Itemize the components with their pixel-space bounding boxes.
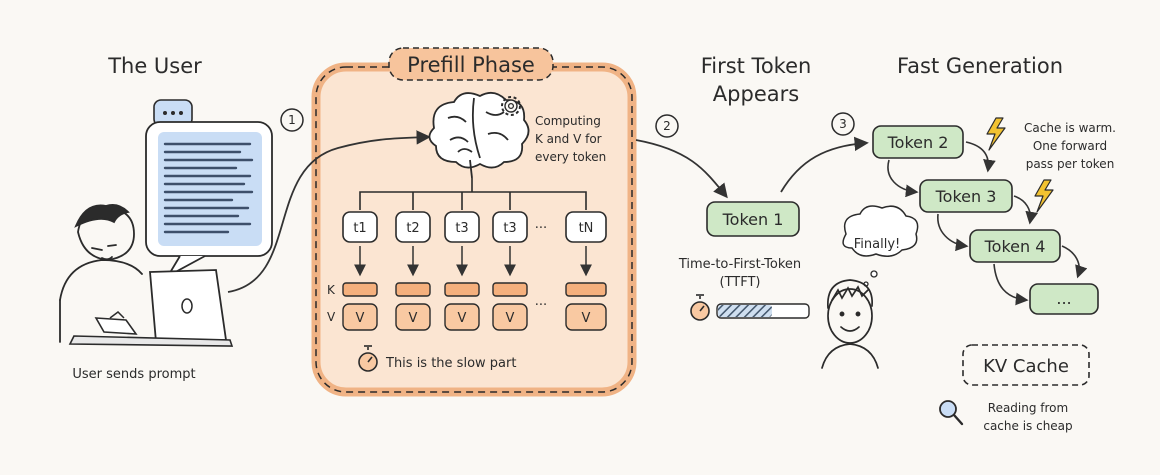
step-3-badge [831, 112, 855, 136]
v-cell-label: V [506, 311, 515, 326]
ttft-progress-fill [718, 305, 772, 317]
v-cell-label: V [582, 311, 591, 326]
prefill-token-label: t3 [503, 221, 516, 236]
prefill-title-pill [388, 47, 554, 81]
prefill-token-box [565, 211, 607, 243]
prefill-token-box [444, 211, 480, 243]
fast-token-label: Token 4 [984, 237, 1046, 256]
prefill-phase-box-border [315, 66, 633, 393]
thought-text: Finally! [854, 237, 900, 252]
fast-generation-title: Fast Generation [897, 54, 1063, 78]
fast-generation-arrows [887, 141, 1088, 306]
prompt-document [145, 121, 273, 279]
gear-icon [501, 96, 521, 116]
user-figure [59, 203, 143, 343]
fast-token-box [919, 179, 1013, 213]
v-cell-label: V [356, 311, 365, 326]
cache-note-line3: pass per token [1026, 157, 1115, 171]
v-cell-label: V [458, 311, 467, 326]
k-cell [342, 282, 378, 297]
k-cell [395, 282, 431, 297]
user-caption: User sends prompt [72, 367, 195, 382]
prefill-token-box [492, 211, 528, 243]
v-cell [492, 303, 528, 331]
k-cell [444, 282, 480, 297]
prefill-token-ellipsis: ··· [535, 221, 547, 236]
prefill-token-box [342, 211, 378, 243]
magnifier-icon [939, 400, 964, 426]
fast-token-label: Token 3 [935, 187, 997, 206]
k-cell [492, 282, 528, 297]
k-row-label: K [327, 283, 336, 297]
prefill-token-label: t2 [406, 221, 419, 236]
cache-note-line1: Cache is warm. [1024, 121, 1116, 135]
prefill-token-label: t3 [455, 221, 468, 236]
prefill-token-label: tN [579, 221, 594, 236]
first-token-title-line1: First Token [701, 54, 812, 78]
prefill-token-label: t1 [353, 221, 366, 236]
prefill-note-line1: Computing [535, 114, 601, 128]
step-3-label: 3 [839, 117, 847, 131]
ttft-label-line1: Time-to-First-Token [678, 257, 801, 272]
arrow-prefill-to-first-token [635, 139, 728, 199]
cache-read-note-line2: cache is cheap [983, 419, 1072, 433]
step-2-label: 2 [663, 119, 671, 133]
v-cell [444, 303, 480, 331]
brain-fanout-lines [359, 178, 587, 210]
fast-token-label: ... [1056, 289, 1071, 308]
prefill-footer: This is the slow part [385, 356, 516, 371]
lightning-icon [1034, 179, 1054, 213]
token-to-kv-arrows [354, 246, 592, 277]
prefill-title: Prefill Phase [407, 53, 535, 77]
arrow-first-token-to-token2 [780, 136, 869, 193]
k-cell [565, 282, 607, 297]
first-token-label: Token 1 [722, 210, 784, 229]
v-cell [395, 303, 431, 331]
kv-cache-label: KV Cache [983, 356, 1069, 377]
happy-person [821, 279, 879, 369]
first-token-box [706, 201, 800, 237]
lightning-icon [986, 117, 1006, 151]
arrow-user-to-prefill [227, 130, 431, 293]
cache-read-note-line1: Reading from [988, 401, 1068, 415]
v-cell [342, 303, 378, 331]
brain-icon [428, 91, 530, 179]
prefill-note-line2: K and V for [535, 132, 602, 146]
step-1-badge [280, 108, 304, 132]
prefill-token-box [395, 211, 431, 243]
step-1-label: 1 [288, 113, 296, 127]
fast-token-box [872, 125, 964, 159]
laptop [68, 269, 234, 347]
fast-token-box [969, 229, 1061, 263]
stopwatch-icon [690, 294, 710, 321]
v-row-label: V [327, 310, 336, 324]
kv-cache-box [962, 344, 1090, 386]
first-token-title-line2: Appears [713, 82, 799, 106]
step-2-badge [655, 114, 679, 138]
cache-note-line2: One forward [1033, 139, 1107, 153]
fast-token-box [1029, 283, 1099, 315]
user-title: The User [107, 54, 202, 78]
fast-token-label: Token 2 [887, 133, 949, 152]
v-cell-label: V [409, 311, 418, 326]
stopwatch-icon [358, 345, 378, 372]
ttft-label-line2: (TTFT) [720, 275, 761, 290]
prefill-note-line3: every token [535, 150, 606, 164]
v-row-ellipsis: ··· [535, 298, 547, 313]
v-cell [565, 303, 607, 331]
